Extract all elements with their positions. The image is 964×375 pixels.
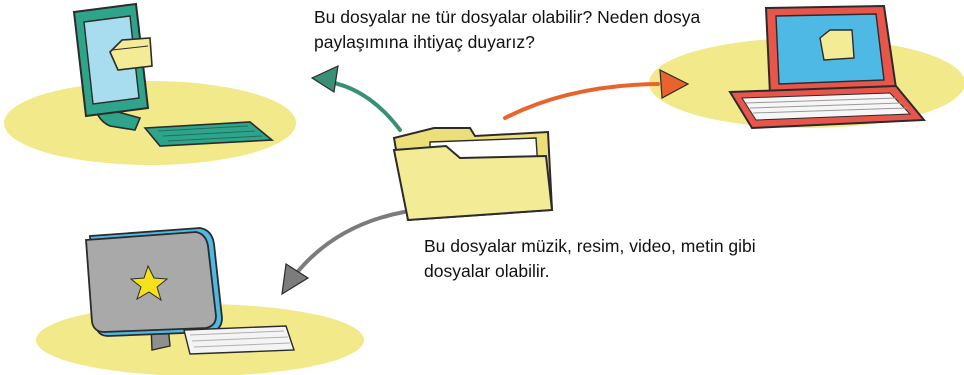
answer-line-1: Bu dosyalar müzik, resim, video, metin g…	[424, 236, 756, 256]
arrow-to-laptop	[503, 68, 690, 120]
central-folder-icon	[392, 127, 554, 222]
laptop-icon	[728, 4, 927, 130]
arrow-to-desktop	[281, 210, 406, 296]
tablet-computer-icon	[72, 2, 275, 147]
question-line-2: paylaşımına ihtiyaç duyarız?	[314, 32, 535, 52]
answer-line-2: dosyalar olabilir.	[424, 261, 550, 281]
question-line-1: Bu dosyalar ne tür dosyalar olabilir? Ne…	[314, 7, 701, 27]
platform-top-left	[4, 81, 296, 165]
desktop-computer-icon	[85, 227, 295, 355]
star-icon	[129, 264, 169, 302]
answer-caption: Bu dosyalar müzik, resim, video, metin g…	[424, 234, 756, 284]
question-caption: Bu dosyalar ne tür dosyalar olabilir? Ne…	[314, 5, 700, 55]
arrow-to-tablet	[310, 64, 402, 132]
